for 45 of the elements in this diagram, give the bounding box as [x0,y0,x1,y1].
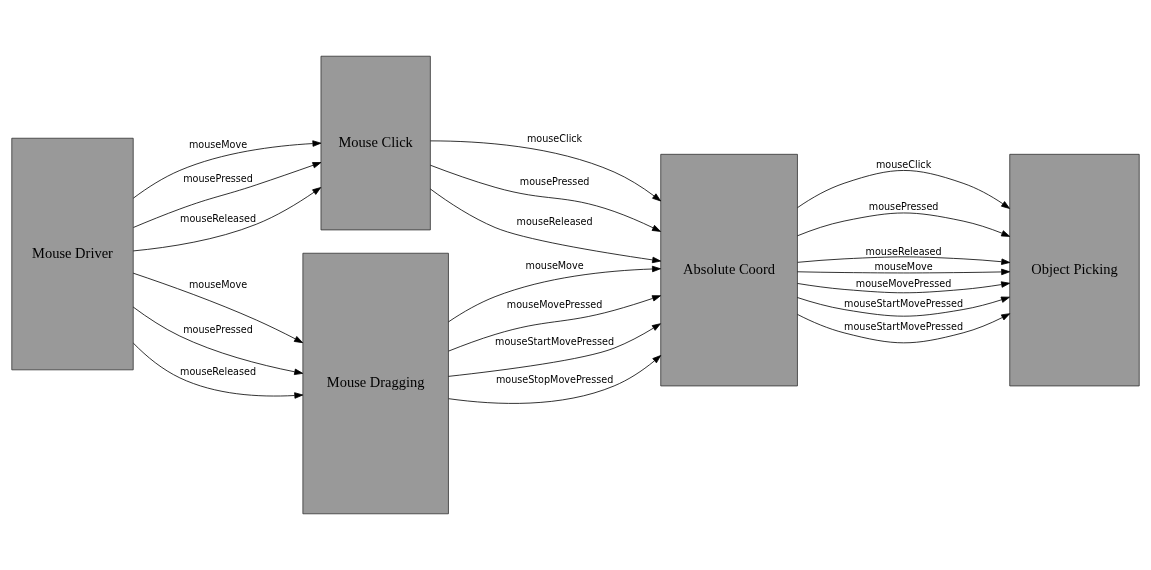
edge-label: mouseClick [875,159,932,171]
arrow [430,164,661,232]
arrow [133,140,322,199]
arrow [448,355,662,404]
arrow [797,212,1011,237]
edge-label: mouseMove [188,138,248,150]
node-box: Object Picking [1009,153,1140,387]
edge-label: mousePressed [183,173,253,185]
node-box: Mouse Click [320,55,431,231]
arrow [797,296,1010,317]
edge-label: mouseStartMovePressed [844,321,964,333]
edge-label: mouseStartMovePressed [844,297,964,309]
node-box: Mouse Driver [11,137,134,371]
edge-label: mousePressed [183,324,253,336]
node-box: Mouse Dragging [302,252,449,515]
arrow [430,140,661,202]
node-box: Absolute Coord [660,153,798,387]
arrow [797,256,1011,265]
arrow [430,188,662,264]
arrow [132,187,322,252]
arrow [797,281,1010,294]
edge-label: mouseMove [188,279,248,291]
arrow [132,272,303,344]
arrow [797,268,1011,276]
arrow [797,313,1011,344]
edge-label: mouseMovePressed [506,298,603,310]
arrow [132,306,304,375]
arrow [133,342,304,399]
edge-label: mousePressed [868,201,939,213]
edge-label: mouseStopMovePressed [495,374,614,386]
edge-label: mouseReleased [516,215,593,227]
edge-label: mouseMovePressed [855,277,952,289]
arrow [448,295,661,352]
edge-label: mouseMove [525,260,584,271]
edge-label: mouseReleased [180,212,257,224]
arrow [448,265,661,323]
edge-label: mouseReleased [865,245,942,257]
arrow [133,162,322,228]
edge-label: mouseMove [874,260,933,272]
edge-label: mouseClick [526,132,583,144]
edge-label: mousePressed [519,175,590,187]
edge-label: mouseStartMovePressed [495,336,615,348]
edge-label: mouseReleased [180,366,257,378]
arrow [448,323,661,377]
arrow [797,170,1010,209]
